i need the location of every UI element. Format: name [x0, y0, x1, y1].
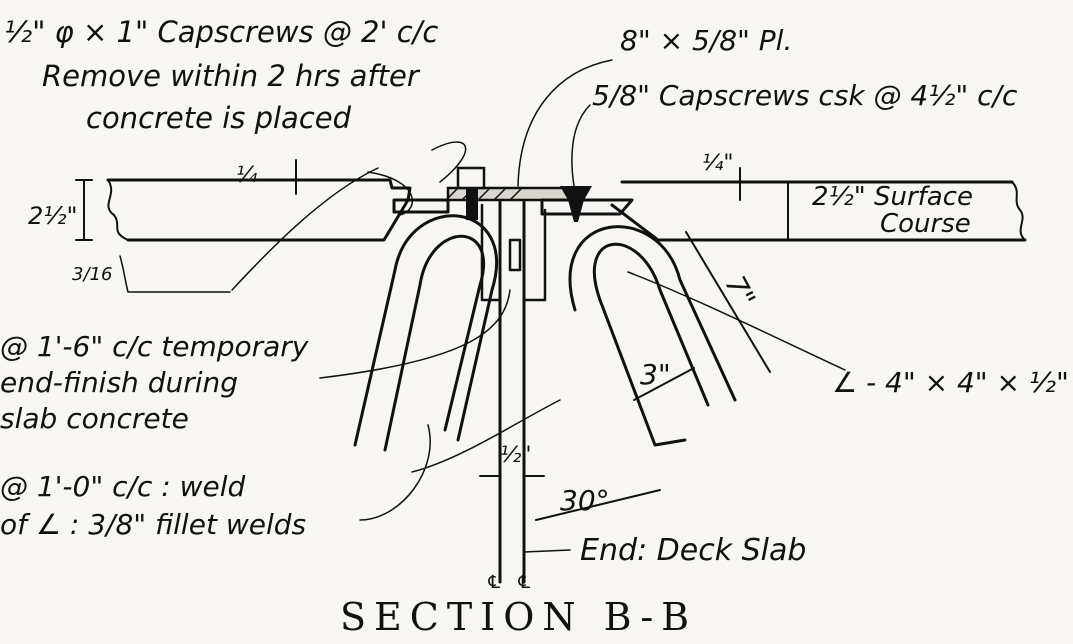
- depth-left-label: 2½": [28, 202, 78, 230]
- remove-note-line1: Remove within 2 hrs after: [42, 59, 421, 93]
- weld-note-line1: @ 1'-0" c/c : weld: [0, 470, 245, 503]
- surface-course-label-1: 2½" Surface: [812, 182, 973, 212]
- angle-section-label: ∠ - 4" × 4" × ½": [832, 366, 1069, 399]
- temporary-note-line2: end-finish during: [0, 366, 238, 399]
- temporary-note-line3: slab concrete: [0, 402, 189, 435]
- right-u-anchors: [568, 225, 737, 447]
- weld-note-line2: of ∠ : 3/8" fillet welds: [0, 508, 306, 541]
- half-inch-label: ½": [500, 443, 531, 468]
- end-deck-slab-label: End: Deck Slab: [580, 533, 806, 568]
- three-sixteenths-label: 3/16: [72, 264, 112, 285]
- quarter-left-label: ¼: [236, 163, 258, 188]
- left-u-anchors: [353, 214, 499, 452]
- left-slab: [106, 178, 412, 242]
- dimension-lines: [75, 59, 846, 553]
- capscrews-note: ½" φ × 1" Capscrews @ 2' c/c: [4, 15, 438, 49]
- capscrew-head: [456, 166, 486, 190]
- section-title: SECTION B-B: [340, 595, 697, 639]
- countersunk-capscrew: [560, 186, 592, 222]
- deck-slab-ends: [498, 200, 526, 584]
- angle-30-label: 30°: [560, 484, 610, 517]
- remove-note-line2: concrete is placed: [86, 101, 352, 135]
- centerline-left: ℄: [486, 572, 502, 593]
- csk-capscrews-label: 5/8" Capscrews csk @ 4½" c/c: [592, 79, 1018, 112]
- quarter-right-label: ¼": [702, 151, 733, 176]
- temporary-note-line1: @ 1'-6" c/c temporary: [0, 330, 309, 363]
- centerline-right: ℄: [516, 572, 532, 593]
- plate-label: 8" × 5/8" Pl.: [620, 24, 792, 57]
- seven-inch-label: 7": [718, 270, 762, 313]
- three-inch-label: 3": [640, 358, 671, 391]
- surface-course-label-2: Course: [880, 209, 971, 239]
- capscrew-shank: [466, 188, 478, 220]
- right-slab: [610, 180, 1027, 242]
